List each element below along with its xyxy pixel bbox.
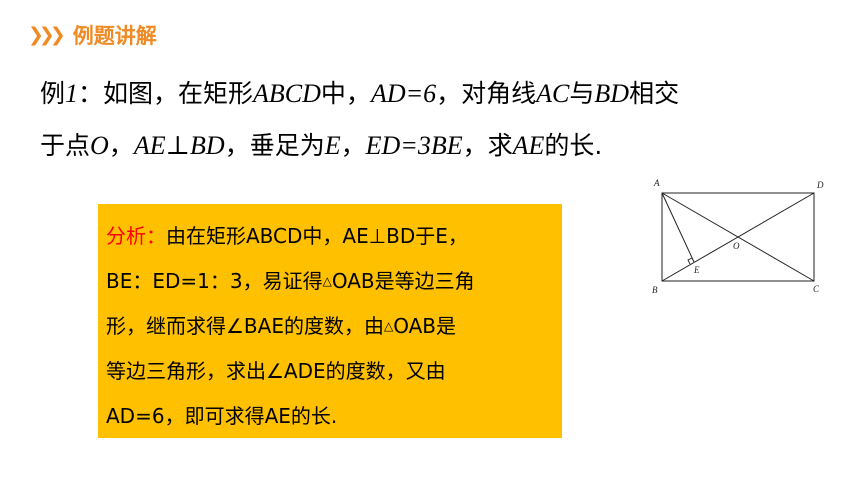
rectangle-diagram: A D B C O E <box>648 176 832 300</box>
diagram-svg: A D B C O E <box>652 178 824 295</box>
problem-line-1: 例1：如图，在矩形ABCD中，AD=6，对角线AC与BD相交 <box>40 79 680 108</box>
analysis-line-2: BE：ED=1：3，易证得△OAB是等边三角 <box>106 269 475 293</box>
rectangle-abcd <box>661 192 815 282</box>
problem-line-2: 于点O，AE⊥BD，垂足为E，ED=3BE，求AE的长. <box>40 131 603 160</box>
section-header: ❯❯❯ 例题讲解 <box>28 20 157 50</box>
analysis-line-1: 分析：由在矩形ABCD中，AE⊥BD于E， <box>106 224 468 248</box>
label-o: O <box>733 241 740 251</box>
triangle-icon: △ <box>322 274 332 288</box>
analysis-label: 分析： <box>106 224 166 248</box>
label-b: B <box>652 285 658 295</box>
right-angle-mark <box>687 257 693 265</box>
section-title: 例题讲解 <box>72 24 157 48</box>
diagonal-bd <box>661 192 815 282</box>
chevrons-icon: ❯❯❯ <box>28 24 66 46</box>
analysis-line-4: 等边三角形，求出∠ADE的度数，又由 <box>106 359 446 383</box>
analysis-box: 分析：由在矩形ABCD中，AE⊥BD于E， BE：ED=1：3，易证得△OAB是… <box>98 204 562 438</box>
problem-statement: 例1：如图，在矩形ABCD中，AD=6，对角线AC与BD相交 于点O，AE⊥BD… <box>40 68 800 172</box>
label-c: C <box>813 284 820 294</box>
triangle-icon: △ <box>383 319 394 333</box>
label-a: A <box>653 178 660 188</box>
analysis-line-3: 形，继而求得∠BAE的度数，由△OAB是 <box>106 314 456 338</box>
segment-ae <box>661 192 695 263</box>
label-e: E <box>693 265 700 275</box>
label-d: D <box>816 180 824 190</box>
analysis-line-5: AD=6，即可求得AE的长. <box>106 404 338 428</box>
